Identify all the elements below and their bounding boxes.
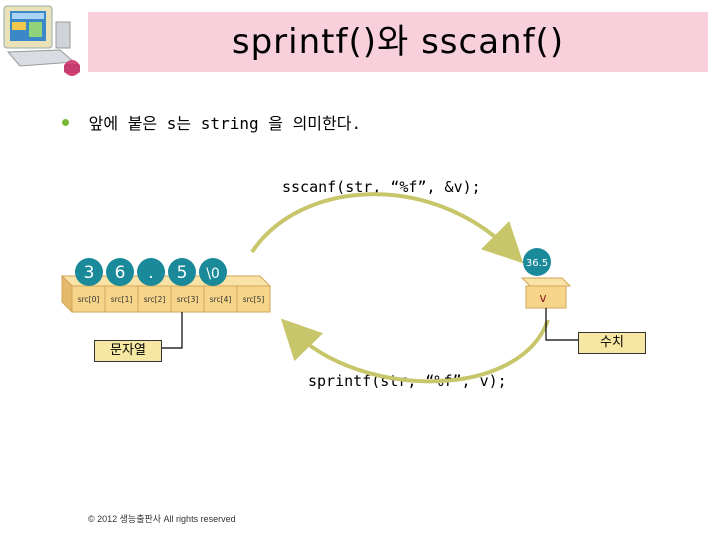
sscanf-arrow [250, 192, 524, 264]
char-ball-text: \0 [206, 266, 220, 282]
char-ball-text: 3 [84, 263, 95, 283]
char-ball-text: . [148, 263, 153, 283]
string-connector [160, 312, 183, 349]
char-ball [75, 258, 103, 286]
cell-index-label: src[3] [177, 295, 199, 304]
char-ball [137, 258, 165, 286]
title-banner [88, 12, 708, 72]
bullet-item: 앞에 붙은 s는 string 을 의미한다. [62, 110, 361, 134]
char-ball [168, 258, 196, 286]
number-connector [545, 308, 578, 341]
bullet-dot-icon [62, 119, 69, 126]
char-ball [199, 258, 227, 286]
value-ball [523, 248, 551, 276]
cell-index-label: src[0] [78, 295, 100, 304]
sscanf-call-label: sscanf(str, “%f”, &v); [282, 178, 481, 196]
cell-index-label: src[4] [210, 295, 232, 304]
value-ball-text: 36.5 [526, 258, 548, 269]
cell-index-label: src[1] [111, 295, 133, 304]
page-title: sprintf()와 sscanf() [231, 22, 565, 62]
number-type-label: 수치 [578, 332, 646, 354]
bullet-text-prefix: 앞에 붙은 [88, 114, 158, 133]
value-box: 36.5 v [520, 248, 572, 309]
bullet-text-s: s는 [166, 114, 192, 133]
sprintf-arrow [280, 318, 550, 384]
char-ball-text: 6 [115, 263, 126, 283]
computer-logo-icon [3, 5, 80, 76]
bullet-text-suffix: 을 의미한다. [268, 114, 362, 133]
char-ball-text: 5 [177, 263, 188, 283]
string-type-label: 문자열 [94, 340, 162, 362]
char-ball [106, 258, 134, 286]
cell-index-label: src[2] [144, 295, 166, 304]
cell-index-label: src[5] [243, 295, 265, 304]
bullet-text-string: string [200, 114, 259, 133]
value-var-text: v [539, 291, 546, 305]
copyright-footer: © 2012 생능출판사 All rights reserved [88, 514, 236, 524]
